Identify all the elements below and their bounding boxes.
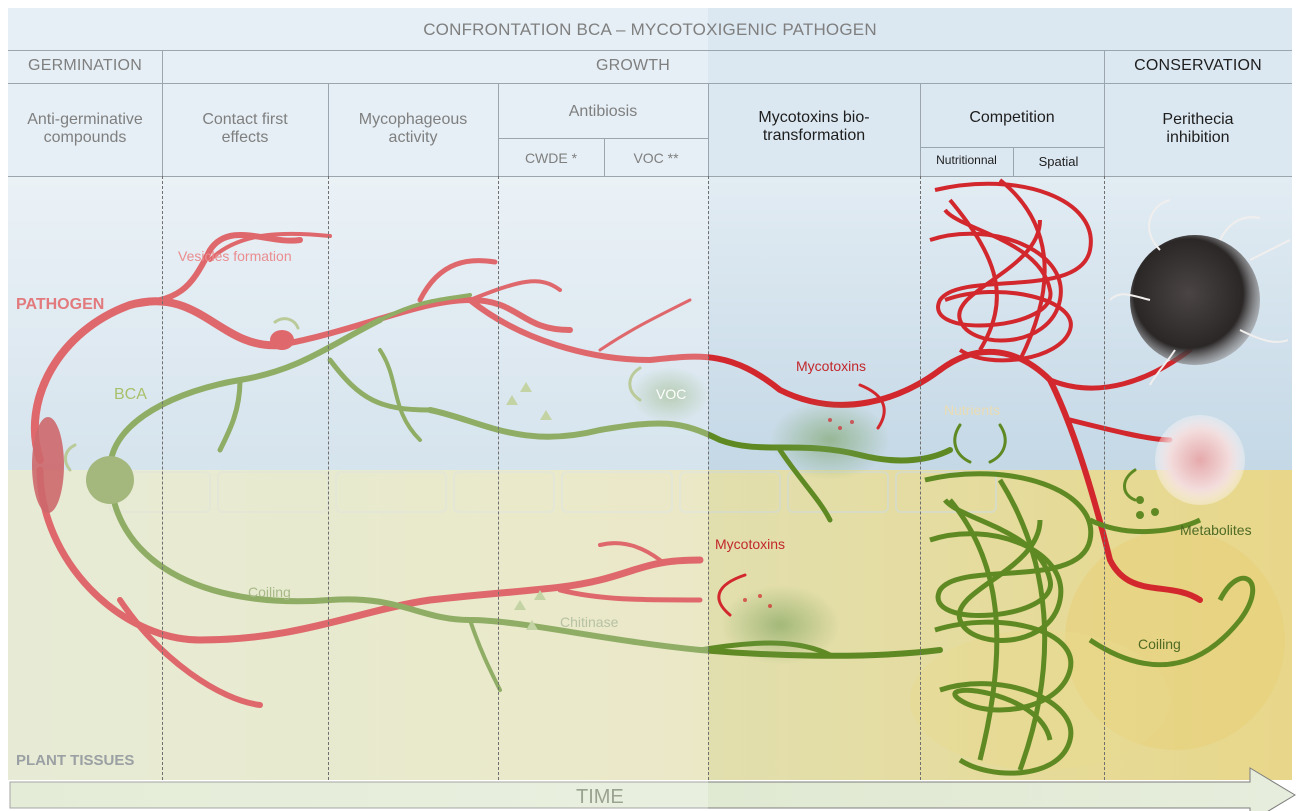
mechanism-spatial: Spatial [1013,148,1104,176]
diagram-title: CONFRONTATION BCA – MYCOTOXIGENIC PATHOG… [8,12,1292,48]
phase-germination: GERMINATION [8,50,162,83]
label-pathogen: PATHOGEN [16,296,104,314]
stage-separator [920,176,921,780]
stage-separator [162,176,163,780]
mechanism-perithecia: Perithecia inhibition [1104,100,1292,158]
mechanism-antibiosis: Antibiosis [498,90,708,134]
phase-conservation: CONSERVATION [1104,50,1292,83]
label-mycotoxins-tissue: Mycotoxins [715,536,785,552]
header-column-line [708,83,709,176]
header-column-line [328,83,329,176]
label-metabolites: Metabolites [1180,522,1252,538]
mechanism-nutritional: Nutritionnal [920,148,1013,174]
label-nutrients: Nutrients [944,402,1000,418]
stage-separator [708,176,709,780]
mechanism-competition: Competition [920,94,1104,142]
label-bca: BCA [114,386,147,404]
mechanism-contact: Contact first effects [172,100,318,158]
mechanism-cwde: CWDE * [498,142,604,174]
stage-separator [328,176,329,780]
header-divider [8,176,1292,177]
label-chitinase: Chitinase [560,614,618,630]
label-coiling-right: Coiling [1138,636,1181,652]
label-mycotoxins-air: Mycotoxins [796,358,866,374]
phase-growth: GROWTH [162,50,1104,83]
label-vesicles: Vesicles formation [178,248,292,264]
mechanism-anti-germinative: Anti-germinative compounds [12,100,158,158]
mechanism-mycophageous: Mycophageous activity [338,100,488,158]
mechanism-biotransformation: Mycotoxins bio-transformation [712,100,916,154]
label-coiling-left: Coiling [248,584,291,600]
label-plant-tissues: PLANT TISSUES [16,752,134,769]
time-arrow-label: TIME [576,786,624,809]
stage-separator [1104,176,1105,780]
antibiosis-divider [498,138,708,139]
label-voc-cloud: VOC [656,386,686,402]
header-divider [8,83,1292,84]
mechanism-voc: VOC ** [604,142,708,174]
stage-separator [498,176,499,780]
